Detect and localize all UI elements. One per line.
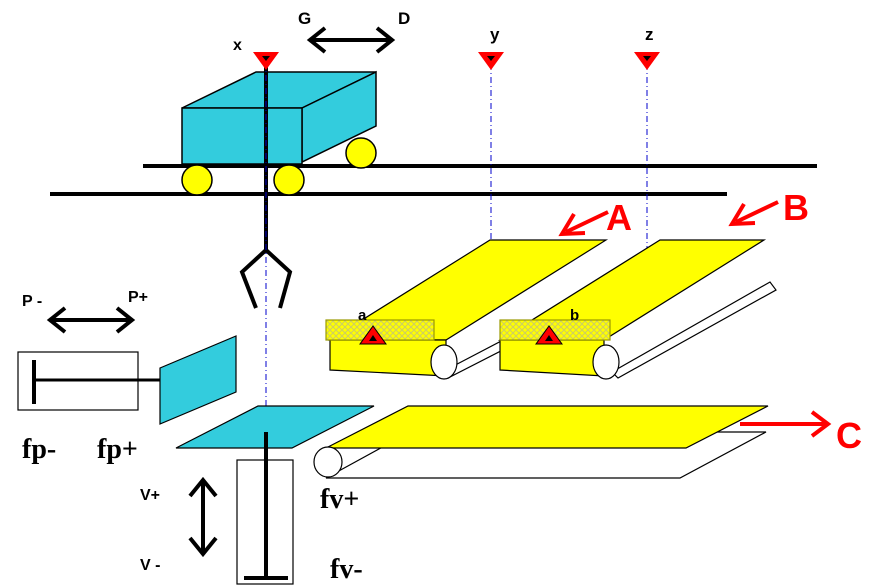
label-fv-plus: fv+ <box>320 484 359 515</box>
label-sensor-a: a <box>358 307 367 324</box>
carriage <box>181 70 377 196</box>
carriage-direction-arrow <box>306 26 396 54</box>
label-fp-minus: fp- <box>22 434 56 465</box>
guide-lines <box>265 62 648 420</box>
conveyor-c-belt <box>325 405 769 449</box>
label-sensor-y: y <box>490 25 500 44</box>
arrow-c-icon <box>740 410 832 438</box>
label-conveyor-b: B <box>783 187 809 228</box>
label-conveyor-c: C <box>836 415 862 456</box>
sensor-b-icon <box>535 325 563 345</box>
pusher-direction-arrow <box>46 306 136 334</box>
sensor-x-icon <box>253 52 279 70</box>
conveyor-b-underside <box>611 281 777 379</box>
sensor-z-icon <box>634 52 660 70</box>
arrow-b-icon <box>728 200 779 227</box>
pusher-plate <box>159 335 237 425</box>
label-lift-minus: V - <box>140 557 160 574</box>
wheel <box>273 164 305 196</box>
label-pusher-plus: P+ <box>128 289 148 306</box>
gripper-claw <box>239 248 293 309</box>
conveyor-a-roller <box>430 344 458 380</box>
carriage-front <box>181 107 303 165</box>
conveyor-c-roller <box>313 446 343 478</box>
wheel <box>345 137 377 169</box>
conveyor-a-front <box>329 339 447 377</box>
label-d: D <box>398 9 410 28</box>
label-fv-minus: fv- <box>330 554 363 585</box>
label-lift-plus: V+ <box>140 487 160 504</box>
sensor-a-icon <box>359 325 387 345</box>
label-g: G <box>298 9 311 28</box>
label-sensor-x: x <box>233 37 242 54</box>
label-pusher-minus: P - <box>22 293 42 310</box>
label-fp-plus: fp+ <box>97 434 138 465</box>
label-sensor-b: b <box>570 307 579 324</box>
label-sensor-z: z <box>645 25 654 44</box>
arrow-a-icon <box>558 210 609 237</box>
conveyor-c <box>313 405 769 479</box>
label-conveyor-a: A <box>606 197 632 238</box>
lift-platform <box>175 405 375 449</box>
conveyor-b <box>497 239 777 380</box>
sensor-y-icon <box>478 52 504 70</box>
lift-direction-arrow <box>188 476 218 558</box>
wheel <box>181 164 213 196</box>
conveyor-b-roller <box>592 344 620 380</box>
conveyor-b-front <box>499 339 605 377</box>
